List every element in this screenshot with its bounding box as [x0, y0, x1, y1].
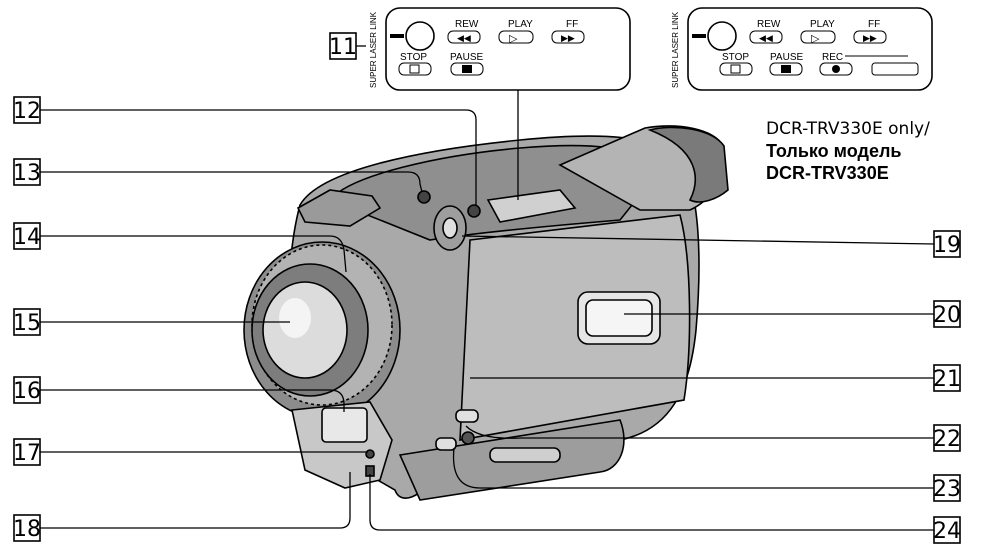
- svg-text:14: 14: [13, 225, 41, 250]
- model-note-line3: DCR-TRV330E: [766, 163, 889, 183]
- callout-20: 20: [933, 300, 961, 328]
- rew-icon-left: ◀◀: [457, 34, 471, 44]
- ff-icon-right: ▶▶: [863, 34, 877, 44]
- light-sensor: [321, 407, 368, 443]
- ff-label-left: FF: [566, 19, 578, 30]
- svg-text:20: 20: [933, 303, 961, 328]
- rec-label-right: REC: [822, 52, 843, 63]
- stop-label-right: STOP: [722, 52, 749, 63]
- front-switch-1: [455, 409, 479, 423]
- control-panel-right: SUPER LASER LINK REW PLAY FF ◀◀ ▷ ▶▶ STO…: [671, 7, 933, 91]
- laser-link-button-right: [707, 21, 737, 51]
- svg-text:19: 19: [933, 233, 961, 258]
- svg-text:13: 13: [13, 161, 41, 186]
- callout-15: 15: [13, 308, 41, 336]
- svg-text:15: 15: [13, 311, 41, 336]
- play-label-left: PLAY: [508, 19, 533, 30]
- pause-icon-right: [781, 65, 791, 73]
- top-button-13: [417, 190, 431, 204]
- pause-label-left: PAUSE: [450, 52, 483, 63]
- ff-icon-left: ▶▶: [561, 34, 575, 44]
- callout-16: 16: [13, 376, 41, 404]
- rew-label-left: REW: [455, 19, 479, 30]
- svg-text:24: 24: [933, 519, 961, 544]
- laser-link-button-left: [405, 21, 435, 51]
- rec-icon-right: [832, 65, 840, 73]
- accessory-shoe: [296, 189, 382, 227]
- svg-text:22: 22: [933, 427, 961, 452]
- model-note: DCR-TRV330E only/ Только модель DCR-TRV3…: [766, 118, 930, 184]
- pause-label-right: PAUSE: [770, 52, 803, 63]
- callout-12: 12: [13, 96, 41, 124]
- stop-icon-left: [409, 64, 420, 74]
- svg-text:21: 21: [933, 367, 961, 392]
- callout-23: 23: [933, 474, 961, 502]
- callout-18: 18: [13, 514, 41, 542]
- play-icon-right: ▷: [811, 32, 820, 45]
- callout-17: 17: [13, 438, 41, 466]
- bottom-slot: [489, 447, 561, 463]
- lens-reflection: [279, 298, 311, 338]
- play-label-right: PLAY: [810, 19, 835, 30]
- stop-icon-right: [730, 64, 741, 74]
- svg-text:23: 23: [933, 477, 961, 502]
- svg-text:16: 16: [13, 379, 41, 404]
- pause-icon-left: [462, 65, 472, 73]
- svg-text:12: 12: [13, 99, 41, 124]
- callout-22: 22: [933, 424, 961, 452]
- mode-dial-center: [442, 217, 458, 239]
- ff-label-right: FF: [868, 19, 880, 30]
- svg-text:18: 18: [13, 517, 41, 542]
- svg-text:11: 11: [329, 35, 357, 60]
- model-note-line2: Только модель: [766, 141, 902, 161]
- model-note-line1: DCR-TRV330E only/: [766, 119, 930, 139]
- cassette-window-inner: [585, 299, 653, 337]
- top-control-cluster: [486, 189, 577, 223]
- panel-side-label-right: SUPER LASER LINK: [671, 11, 680, 88]
- svg-text:17: 17: [13, 441, 41, 466]
- top-button-12: [467, 204, 481, 218]
- control-panel-left: SUPER LASER LINK REW PLAY FF ◀◀ ▷ ▶▶ STO…: [369, 7, 631, 91]
- front-switch-2: [435, 437, 457, 451]
- viewfinder-eyecup: [647, 126, 729, 203]
- front-jack: [461, 431, 475, 445]
- play-icon-left: ▷: [509, 32, 518, 45]
- panel-side-label-left: SUPER LASER LINK: [369, 11, 378, 88]
- callout-14: 14: [13, 222, 41, 250]
- leader-lines: [40, 45, 935, 531]
- lcd-panel: [459, 214, 691, 441]
- callout-21: 21: [933, 364, 961, 392]
- callout-13: 13: [13, 158, 41, 186]
- rew-label-right: REW: [757, 19, 781, 30]
- front-small-dot: [365, 449, 375, 459]
- callout-24: 24: [933, 516, 961, 544]
- callout-19: 19: [933, 230, 961, 258]
- callout-11: 11: [329, 32, 357, 60]
- rew-icon-right: ◀◀: [759, 34, 773, 44]
- stop-label-left: STOP: [400, 52, 427, 63]
- camcorder-illustration: [243, 125, 729, 501]
